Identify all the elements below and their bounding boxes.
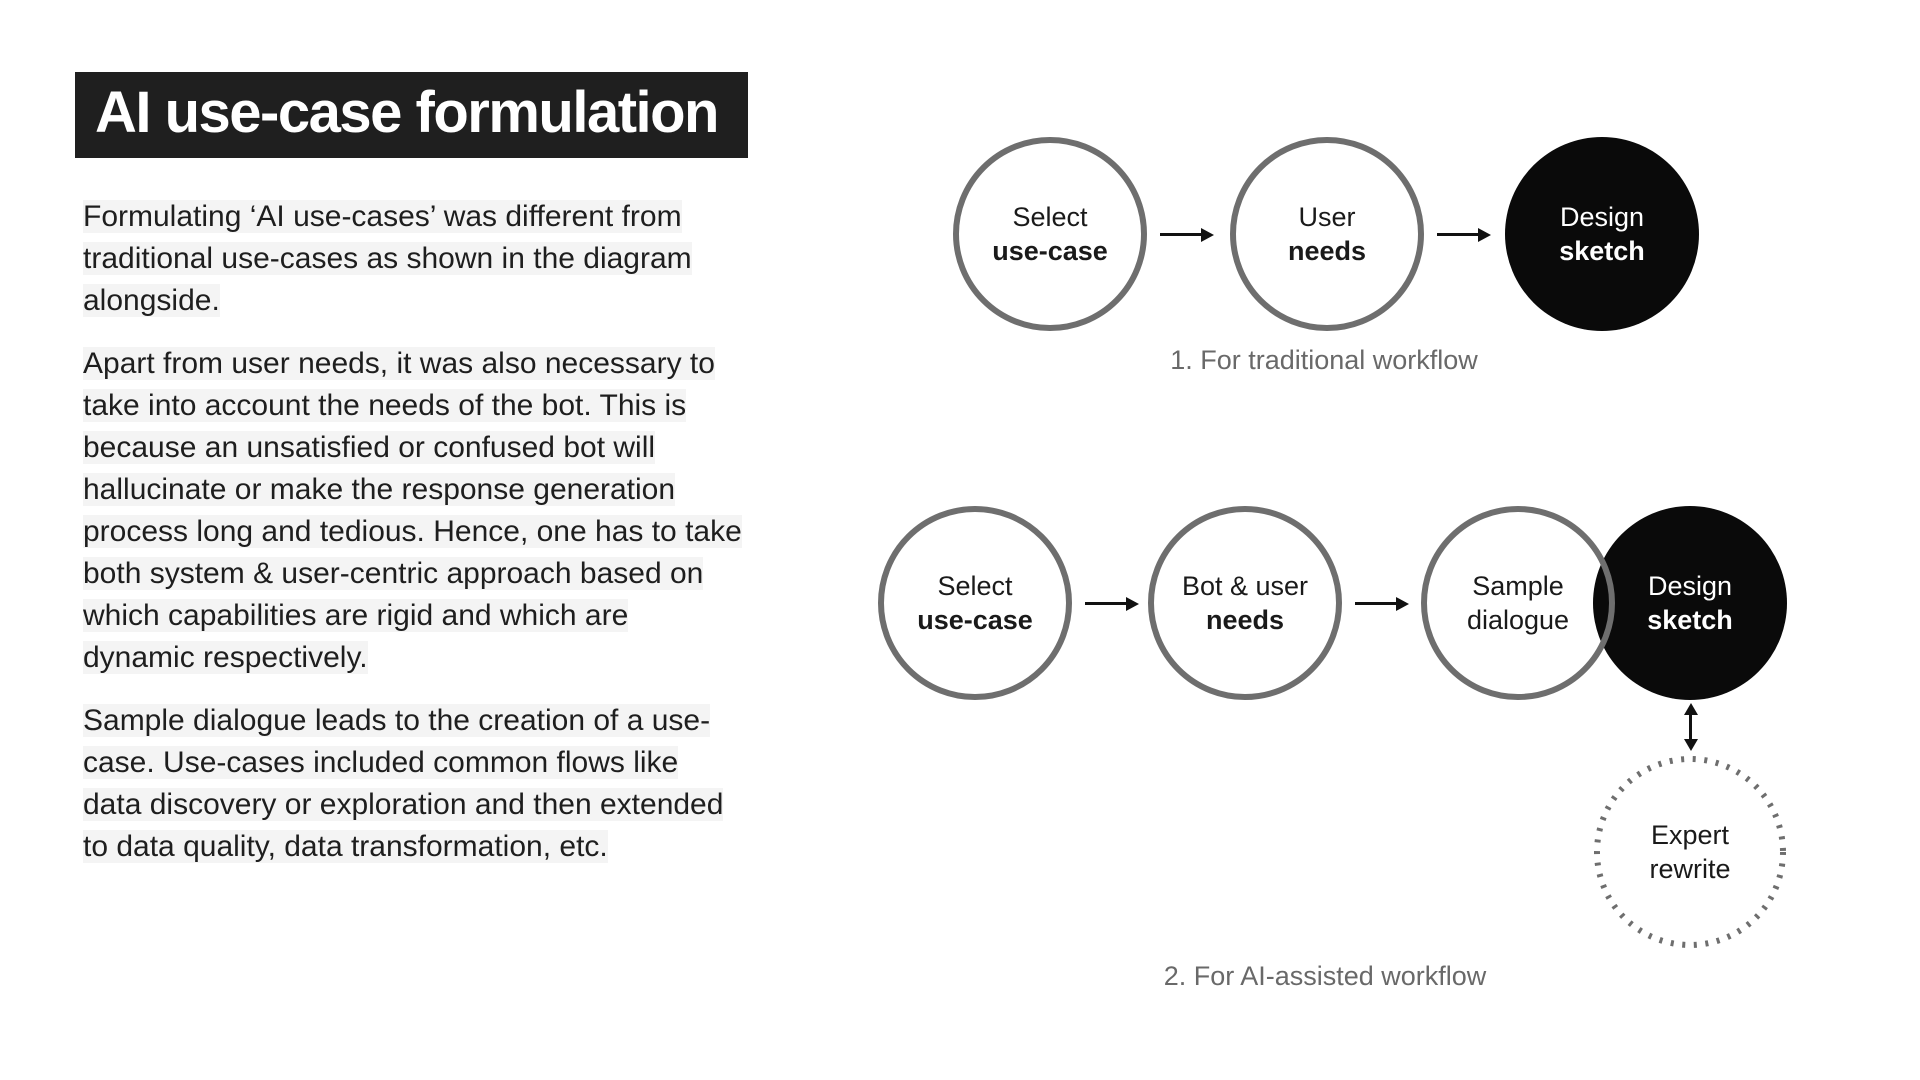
node-label-line2: use-case — [917, 605, 1033, 635]
node-select-use-case: Select use-case — [878, 506, 1072, 700]
node-label-line1: Sample — [1472, 571, 1564, 601]
dotted-ring — [1594, 756, 1786, 948]
diagram-2-caption: 2. For AI-assisted workflow — [1163, 961, 1487, 991]
node-label-line2: sketch — [1647, 605, 1733, 635]
diagram-1-caption: 1. For traditional workflow — [1170, 345, 1478, 375]
arrow-right-icon — [1437, 233, 1479, 236]
paragraph-2-text: Apart from user needs, it was also neces… — [83, 347, 742, 674]
arrow-right-icon — [1085, 602, 1127, 605]
node-label-line1: Select — [1012, 202, 1088, 232]
arrow-right-icon — [1160, 233, 1202, 236]
node-label-line2: needs — [1287, 236, 1367, 266]
node-label-line1: User — [1298, 202, 1356, 232]
node-select-use-case: Select use-case — [953, 137, 1147, 331]
node-label-line1: Expert — [1650, 820, 1730, 850]
node-label-line1: Bot & user — [1181, 571, 1309, 601]
node-label-line2: needs — [1205, 605, 1285, 635]
node-expert-rewrite: Expert rewrite — [1593, 755, 1787, 949]
title-bar: AI use-case formulation — [75, 72, 748, 158]
node-user-needs: User needs — [1230, 137, 1424, 331]
paragraph: Formulating ‘AI use-cases’ was different… — [83, 196, 853, 322]
node-sample-dialogue: Sample dialogue — [1421, 506, 1615, 700]
node-label-line2: use-case — [992, 236, 1108, 266]
arrow-right-icon — [1355, 602, 1397, 605]
node-bot-and-user-needs: Bot & user needs — [1148, 506, 1342, 700]
node-label-line1: Select — [937, 571, 1013, 601]
paragraph: Sample dialogue leads to the creation of… — [83, 700, 853, 868]
node-label-line1: Design — [1647, 571, 1733, 601]
paragraph-3-text: Sample dialogue leads to the creation of… — [83, 704, 724, 863]
node-label-line2: dialogue — [1466, 605, 1570, 635]
paragraph-1-text: Formulating ‘AI use-cases’ was different… — [83, 200, 692, 317]
paragraph: Apart from user needs, it was also neces… — [83, 343, 853, 679]
node-design-sketch: Design sketch — [1505, 137, 1699, 331]
body-text: Formulating ‘AI use-cases’ was different… — [83, 196, 853, 889]
double-arrow-vertical-icon — [1689, 714, 1692, 740]
node-design-sketch: Design sketch — [1593, 506, 1787, 700]
node-label-line2: sketch — [1559, 236, 1645, 266]
node-label-line2: rewrite — [1649, 854, 1731, 884]
page-title: AI use-case formulation — [95, 80, 719, 145]
node-label-line1: Design — [1559, 202, 1645, 232]
